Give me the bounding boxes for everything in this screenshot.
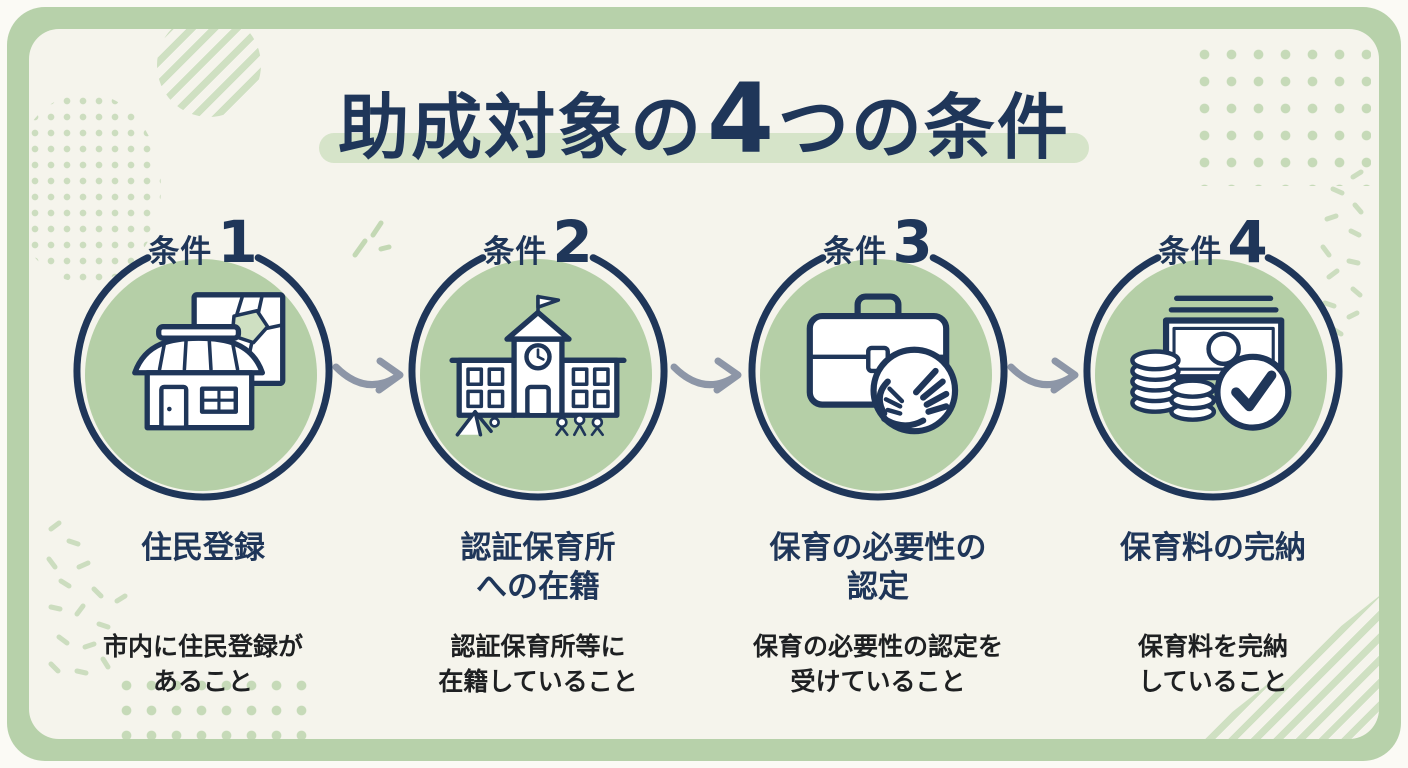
arrow-icon bbox=[1007, 357, 1079, 394]
condition-2-description: 認証保育所等に 在籍していること bbox=[438, 632, 638, 696]
badge-label: 条件 bbox=[1158, 234, 1223, 270]
condition-4-description: 保育料を完納 していること bbox=[1137, 632, 1288, 696]
badge-label: 条件 bbox=[148, 234, 213, 270]
arrow-icon bbox=[670, 357, 742, 394]
title-highlight-bar bbox=[319, 133, 1089, 163]
condition-card-4: 条件 4 bbox=[1053, 213, 1373, 699]
condition-2-circle: 条件 2 bbox=[403, 213, 673, 503]
badge-number: 2 bbox=[552, 208, 593, 276]
money-check-icon bbox=[1130, 295, 1292, 431]
title-text-suffix: つの条件 bbox=[777, 86, 1070, 169]
badge-number: 4 bbox=[1227, 208, 1268, 276]
arrow-icon bbox=[332, 357, 404, 394]
badge-number: 3 bbox=[892, 208, 933, 276]
title-number: 4 bbox=[707, 63, 774, 175]
condition-1-badge: 条件 1 bbox=[68, 213, 338, 271]
badge-label: 条件 bbox=[823, 234, 888, 270]
condition-card-3: 条件 3 bbox=[718, 213, 1038, 699]
condition-3-name: 保育の必要性の 認定 bbox=[769, 530, 987, 605]
condition-2-badge: 条件 2 bbox=[403, 213, 673, 271]
condition-3-circle: 条件 3 bbox=[743, 213, 1013, 503]
house-map-icon bbox=[132, 292, 286, 431]
condition-1-circle: 条件 1 bbox=[68, 213, 338, 503]
badge-number: 1 bbox=[217, 208, 258, 276]
condition-card-2: 条件 2 bbox=[378, 213, 698, 699]
condition-1-description: 市内に住民登録が あること bbox=[102, 632, 303, 696]
school-icon bbox=[449, 294, 627, 437]
condition-2-name: 認証保育所 への在籍 bbox=[460, 530, 616, 605]
condition-1-name: 住民登録 bbox=[141, 530, 265, 566]
badge-label: 条件 bbox=[483, 234, 548, 270]
condition-3-description: 保育の必要性の認定を 受けていること bbox=[752, 632, 1003, 696]
condition-3-badge: 条件 3 bbox=[743, 213, 1013, 271]
condition-4-name: 保育料の完納 bbox=[1120, 530, 1306, 566]
page-title: 助成対象の 4 つの条件 bbox=[29, 63, 1379, 175]
condition-card-1: 条件 1 bbox=[43, 213, 363, 699]
content-frame: 助成対象の 4 つの条件 条件 1 bbox=[29, 29, 1379, 739]
briefcase-hands-icon bbox=[806, 293, 959, 435]
condition-4-circle: 条件 4 bbox=[1078, 213, 1348, 503]
condition-4-badge: 条件 4 bbox=[1078, 213, 1348, 271]
title-text-prefix: 助成対象の bbox=[338, 86, 704, 169]
